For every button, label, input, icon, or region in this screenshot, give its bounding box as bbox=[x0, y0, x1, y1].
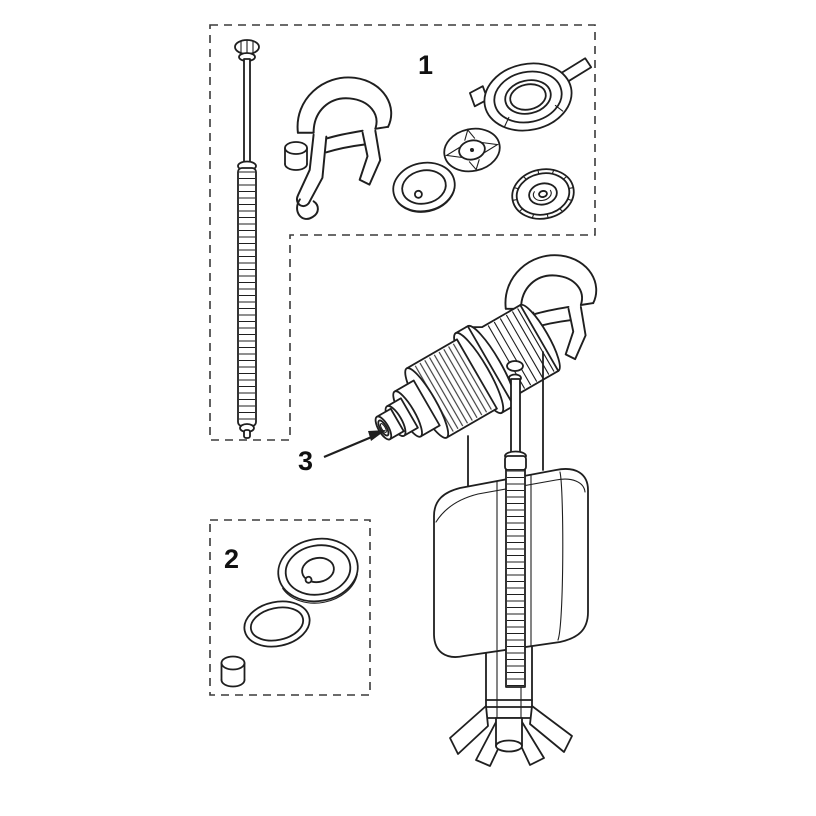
seal-washer bbox=[392, 161, 456, 213]
valve-inlet-nose bbox=[374, 407, 405, 441]
callout-3-label: 3 bbox=[298, 446, 313, 476]
finned-valve-disc bbox=[443, 127, 501, 173]
valve-cap bbox=[511, 168, 575, 220]
group-1-label: 1 bbox=[418, 50, 433, 80]
group-2-label: 2 bbox=[224, 544, 239, 574]
parts-group-1-outline bbox=[209, 24, 596, 441]
lock-ring bbox=[468, 57, 593, 132]
bushing bbox=[284, 141, 308, 171]
o-ring bbox=[243, 600, 311, 648]
callout-3-arrow bbox=[323, 430, 386, 459]
fill-valve-assembly bbox=[374, 254, 598, 767]
diaphragm-cap bbox=[277, 537, 359, 604]
adjustment-screw-rod bbox=[504, 360, 527, 688]
adjustment-rod bbox=[234, 39, 260, 439]
bushing-2 bbox=[220, 655, 246, 688]
